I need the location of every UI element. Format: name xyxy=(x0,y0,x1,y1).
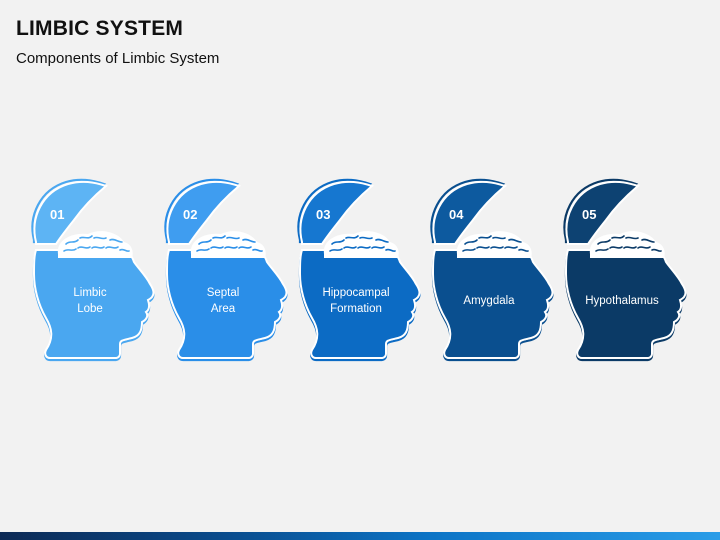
head-item-5: 05 Hypothalamus xyxy=(560,178,700,368)
head-number: 05 xyxy=(582,207,597,222)
head-label: Amygdala xyxy=(463,295,515,307)
bottom-accent-bar xyxy=(0,532,720,540)
head-number: 01 xyxy=(50,207,65,222)
slide-subtitle: Components of Limbic System xyxy=(16,50,220,67)
head-silhouette-icon xyxy=(430,178,554,362)
head-silhouette-icon xyxy=(563,178,687,362)
slide-title: LIMBIC SYSTEM xyxy=(16,17,184,40)
brain-icon xyxy=(323,231,399,258)
head-number: 04 xyxy=(449,207,464,222)
head-label: Septal Area xyxy=(206,287,240,315)
head-item-2: 02 Septal Area xyxy=(161,178,301,368)
head-silhouette-icon xyxy=(297,178,421,362)
head-label: Hypothalamus xyxy=(585,295,659,307)
head-item-4: 04 Amygdala xyxy=(427,178,567,368)
head-label: Hippocampal Formation xyxy=(322,287,390,315)
head-number: 02 xyxy=(183,207,198,222)
head-number: 03 xyxy=(316,207,331,222)
head-silhouette-icon xyxy=(31,178,155,362)
head-silhouette-icon xyxy=(164,178,288,362)
brain-icon xyxy=(57,231,133,258)
head-item-3: 03 Hippocampal Formation xyxy=(294,178,434,368)
brain-icon xyxy=(190,231,266,258)
brain-icon xyxy=(589,231,665,258)
head-label: Limbic Lobe xyxy=(73,287,107,315)
brain-icon xyxy=(456,231,532,258)
head-item-1: 01 Limbic Lobe xyxy=(28,178,168,368)
